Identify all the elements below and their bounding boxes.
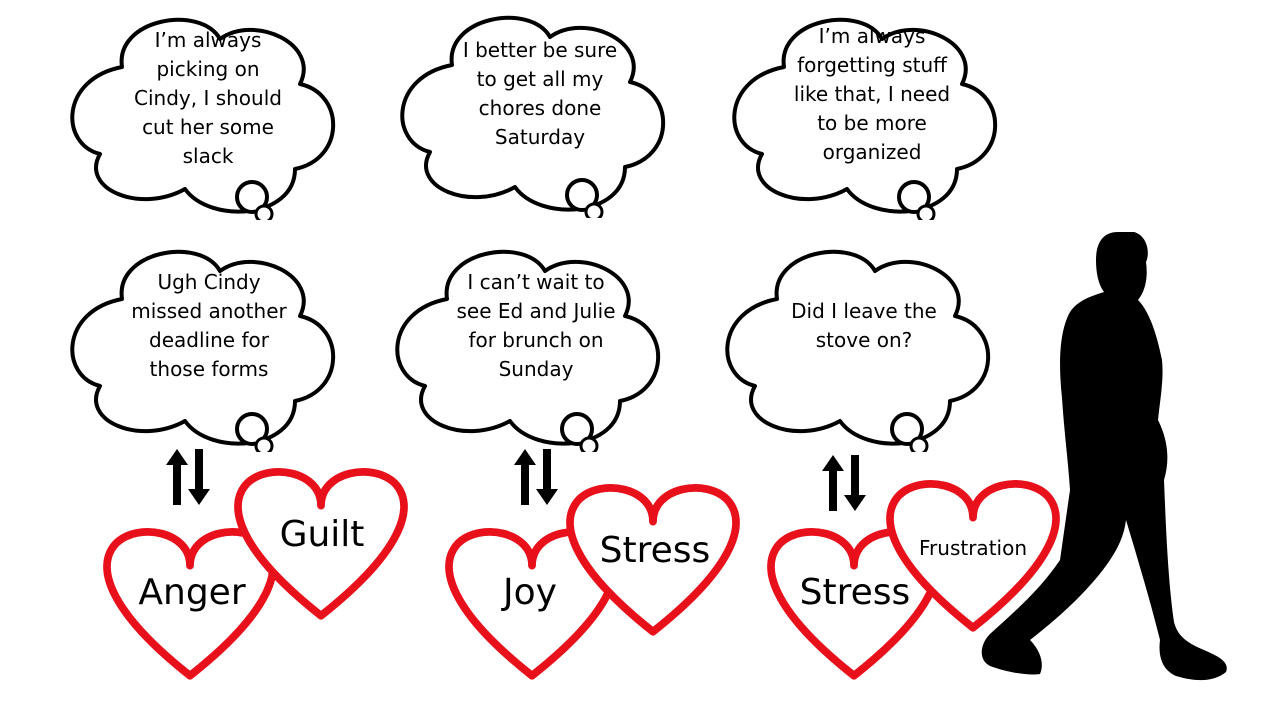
emotion-label-stress-3: Stress xyxy=(799,572,911,613)
emotion-label-stress-2: Stress xyxy=(599,530,711,571)
thought-text-bottom-1: Ugh Cindy missed another deadline for th… xyxy=(131,270,287,381)
emotion-label-joy: Joy xyxy=(503,572,557,613)
thought-text-bottom-3: Did I leave the stove on? xyxy=(791,299,937,352)
emotion-label-anger: Anger xyxy=(138,572,246,613)
walking-person-silhouette-icon xyxy=(981,232,1227,681)
up-down-arrows-icon-3 xyxy=(822,455,866,511)
thought-text-top-2: I better be sure to get all my chores do… xyxy=(462,38,618,149)
thought-text-top-1: I’m always picking on Cindy, I should cu… xyxy=(134,28,282,168)
emotion-label-frustration: Frustration xyxy=(919,536,1027,560)
thought-text-bottom-2: I can’t wait to see Ed and Julie for bru… xyxy=(456,270,616,381)
up-down-arrows-icon-2 xyxy=(514,449,558,505)
up-down-arrows-icon-1 xyxy=(166,449,210,505)
thought-text-top-3: I’m always forgetting stuff like that, I… xyxy=(793,24,951,164)
emotion-label-guilt: Guilt xyxy=(279,514,365,555)
